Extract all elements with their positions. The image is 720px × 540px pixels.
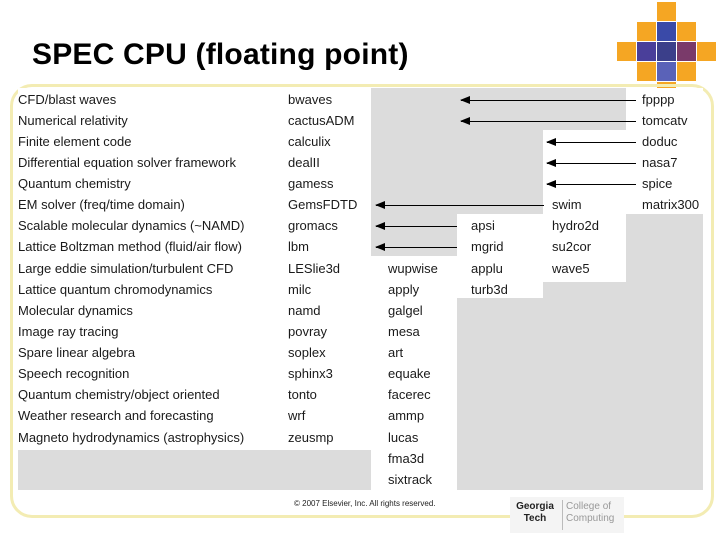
benchmark-cell: apsi bbox=[471, 218, 495, 233]
tile bbox=[677, 22, 696, 41]
description-cell: Quantum chemistry/object oriented bbox=[18, 387, 220, 402]
benchmark-cell: sphinx3 bbox=[288, 366, 333, 381]
logo-coc-text: College of Computing bbox=[566, 501, 614, 525]
spec2006-column bbox=[18, 88, 371, 450]
tile bbox=[637, 42, 656, 61]
tile bbox=[637, 62, 656, 81]
description-cell: Quantum chemistry bbox=[18, 176, 131, 191]
description-cell: Lattice Boltzman method (fluid/air flow) bbox=[18, 239, 242, 254]
logo-divider bbox=[562, 500, 563, 530]
description-cell: CFD/blast waves bbox=[18, 92, 117, 107]
description-cell: Lattice quantum chromodynamics bbox=[18, 282, 213, 297]
benchmark-cell: turb3d bbox=[471, 282, 508, 297]
benchmark-cell: bwaves bbox=[288, 92, 333, 107]
arrow-left-icon bbox=[546, 159, 636, 167]
benchmark-cell: gromacs bbox=[288, 218, 338, 233]
description-cell: Image ray tracing bbox=[18, 324, 119, 339]
benchmark-cell: gamess bbox=[288, 176, 334, 191]
benchmark-cell: zeusmp bbox=[288, 430, 334, 445]
benchmark-cell: su2cor bbox=[552, 239, 592, 254]
description-cell: Spare linear algebra bbox=[18, 345, 136, 360]
benchmark-cell: nasa7 bbox=[642, 155, 678, 170]
tile bbox=[657, 42, 676, 61]
description-cell: Numerical relativity bbox=[18, 113, 128, 128]
arrow-left-icon bbox=[546, 138, 636, 146]
benchmark-cell: sixtrack bbox=[388, 472, 433, 487]
spec92-column bbox=[543, 130, 626, 282]
tile bbox=[637, 22, 656, 41]
benchmark-cell: matrix300 bbox=[642, 197, 700, 212]
benchmark-cell: calculix bbox=[288, 134, 331, 149]
logo-gt-line2: Tech bbox=[523, 513, 547, 524]
benchmark-cell: dealII bbox=[288, 155, 320, 170]
description-cell: Finite element code bbox=[18, 134, 132, 149]
logo-coc-line1: College of bbox=[566, 501, 612, 512]
benchmark-cell: fma3d bbox=[388, 451, 425, 466]
logo-gt-text: Georgia Tech bbox=[510, 501, 560, 525]
benchmark-cell: cactusADM bbox=[288, 113, 355, 128]
logo-coc-line2: Computing bbox=[566, 513, 615, 524]
description-cell: EM solver (freq/time domain) bbox=[18, 197, 185, 212]
arrow-left-icon bbox=[375, 201, 544, 209]
benchmark-cell: GemsFDTD bbox=[288, 197, 358, 212]
benchmark-cell: soplex bbox=[288, 345, 326, 360]
description-cell: Weather research and forecasting bbox=[18, 408, 214, 423]
georgia-tech-logo: Georgia Tech College of Computing bbox=[510, 497, 624, 533]
content-frame bbox=[10, 84, 714, 518]
benchmark-cell: spice bbox=[642, 176, 673, 191]
arrow-left-icon bbox=[375, 243, 457, 251]
benchmark-cell: lbm bbox=[288, 239, 309, 254]
benchmark-cell: swim bbox=[552, 197, 582, 212]
spec95-column bbox=[457, 214, 543, 298]
description-cell: Magneto hydrodynamics (astrophysics) bbox=[18, 430, 245, 445]
tile bbox=[657, 2, 676, 21]
benchmark-cell: LESlie3d bbox=[288, 261, 341, 276]
copyright-notice: © 2007 Elsevier, Inc. All rights reserve… bbox=[294, 499, 436, 508]
benchmark-cell: povray bbox=[288, 324, 328, 339]
benchmark-cell: doduc bbox=[642, 134, 678, 149]
benchmark-cell: equake bbox=[388, 366, 431, 381]
arrow-left-icon bbox=[460, 117, 636, 125]
benchmark-cell: apply bbox=[388, 282, 420, 297]
arrow-left-icon bbox=[546, 180, 636, 188]
benchmark-cell: galgel bbox=[388, 303, 423, 318]
arrow-left-icon bbox=[460, 96, 636, 104]
description-cell: Differential equation solver framework bbox=[18, 155, 236, 170]
benchmark-cell: fpppp bbox=[642, 92, 675, 107]
description-cell: Speech recognition bbox=[18, 366, 130, 381]
spec2000-column bbox=[371, 256, 457, 490]
tile bbox=[697, 42, 716, 61]
slide-title: SPEC CPU (floating point) bbox=[32, 38, 409, 71]
benchmark-cell: wupwise bbox=[388, 261, 438, 276]
benchmark-cell: wave5 bbox=[552, 261, 590, 276]
tile bbox=[657, 62, 676, 81]
spec89-column bbox=[626, 88, 703, 214]
description-cell: Large eddie simulation/turbulent CFD bbox=[18, 261, 234, 276]
description-cell: Scalable molecular dynamics (~NAMD) bbox=[18, 218, 245, 233]
tile bbox=[677, 62, 696, 81]
benchmark-cell: applu bbox=[471, 261, 503, 276]
tile bbox=[677, 42, 696, 61]
tile bbox=[617, 42, 636, 61]
benchmark-cell: lucas bbox=[388, 430, 419, 445]
benchmark-cell: hydro2d bbox=[552, 218, 599, 233]
benchmark-cell: namd bbox=[288, 303, 321, 318]
benchmark-cell: milc bbox=[288, 282, 312, 297]
benchmark-cell: mgrid bbox=[471, 239, 504, 254]
benchmark-cell: tonto bbox=[288, 387, 317, 402]
description-cell: Molecular dynamics bbox=[18, 303, 133, 318]
benchmark-cell: mesa bbox=[388, 324, 420, 339]
benchmark-cell: ammp bbox=[388, 408, 425, 423]
benchmark-cell: facerec bbox=[388, 387, 431, 402]
arrow-left-icon bbox=[375, 222, 457, 230]
logo-gt-line1: Georgia bbox=[516, 501, 554, 512]
benchmark-cell: art bbox=[388, 345, 404, 360]
benchmark-cell: wrf bbox=[288, 408, 306, 423]
tile bbox=[657, 22, 676, 41]
benchmark-cell: tomcatv bbox=[642, 113, 688, 128]
